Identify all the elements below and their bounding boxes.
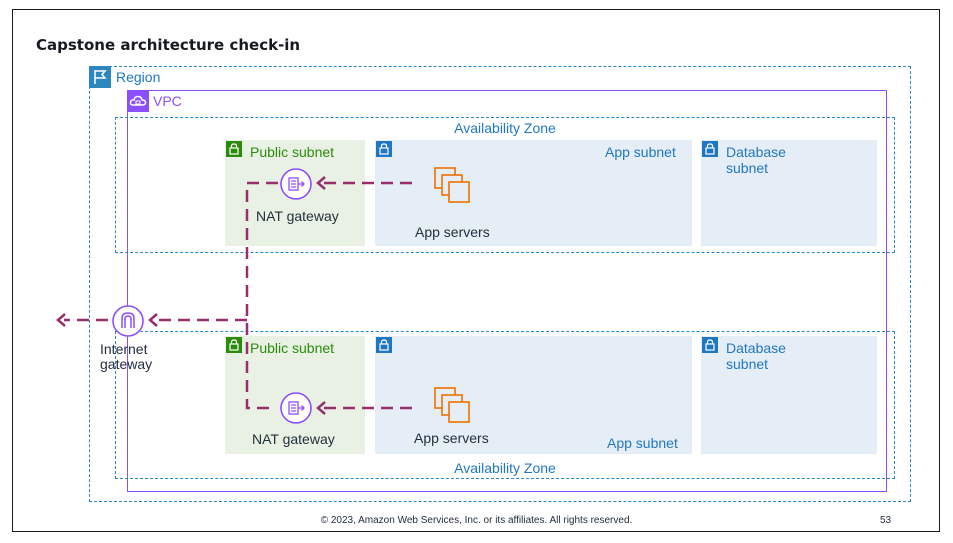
slide-title: Capstone architecture check-in [36, 36, 301, 54]
app-servers-top-label: App servers [415, 224, 490, 240]
nat-gateway-icon [279, 167, 313, 201]
database-subnet-top [701, 140, 877, 246]
nat-gateway-top-label: NAT gateway [256, 208, 339, 224]
public-subnet-lock-icon [226, 337, 242, 353]
nat-gateway-icon [279, 391, 313, 425]
app-subnet-lock-icon [376, 141, 392, 157]
database-subnet-lock-icon [702, 337, 718, 353]
app-servers-bottom-label: App servers [414, 430, 489, 446]
region-flag-icon [89, 66, 111, 88]
internet-gateway-label: Internet gateway [100, 341, 153, 372]
public-subnet-lock-icon [226, 141, 242, 157]
app-subnet-lock-icon [376, 337, 392, 353]
app-servers-icon [433, 166, 475, 206]
app-subnet-top [375, 140, 692, 246]
page-number: 53 [880, 515, 892, 526]
app-subnet-bottom [375, 336, 692, 454]
public-subnet-bottom-label: Public subnet [250, 340, 335, 356]
region-label: Region [116, 69, 161, 85]
vpc-label: VPC [153, 93, 182, 109]
availability-zone-top-label: Availability Zone [454, 120, 556, 136]
public-subnet-top-label: Public subnet [250, 144, 335, 160]
database-subnet-bottom [701, 336, 877, 454]
database-subnet-top-label: Database subnet [726, 144, 786, 176]
database-subnet-lock-icon [702, 141, 718, 157]
vpc-boundary [127, 90, 887, 492]
nat-gateway-bottom-label: NAT gateway [252, 431, 335, 447]
availability-zone-bottom [115, 331, 895, 479]
vpc-cloud-icon [127, 90, 149, 112]
internet-gateway-icon [111, 304, 145, 338]
app-servers-icon [433, 386, 475, 426]
region-boundary [89, 66, 911, 502]
database-subnet-bottom-label: Database subnet [726, 340, 786, 372]
copyright-footer: © 2023, Amazon Web Services, Inc. or its… [320, 515, 633, 526]
availability-zone-bottom-label: Availability Zone [454, 460, 556, 476]
availability-zone-top [115, 117, 895, 253]
app-subnet-bottom-label: App subnet [607, 435, 678, 451]
flow-nat-vertical [245, 181, 278, 410]
app-subnet-top-label: App subnet [605, 144, 676, 160]
